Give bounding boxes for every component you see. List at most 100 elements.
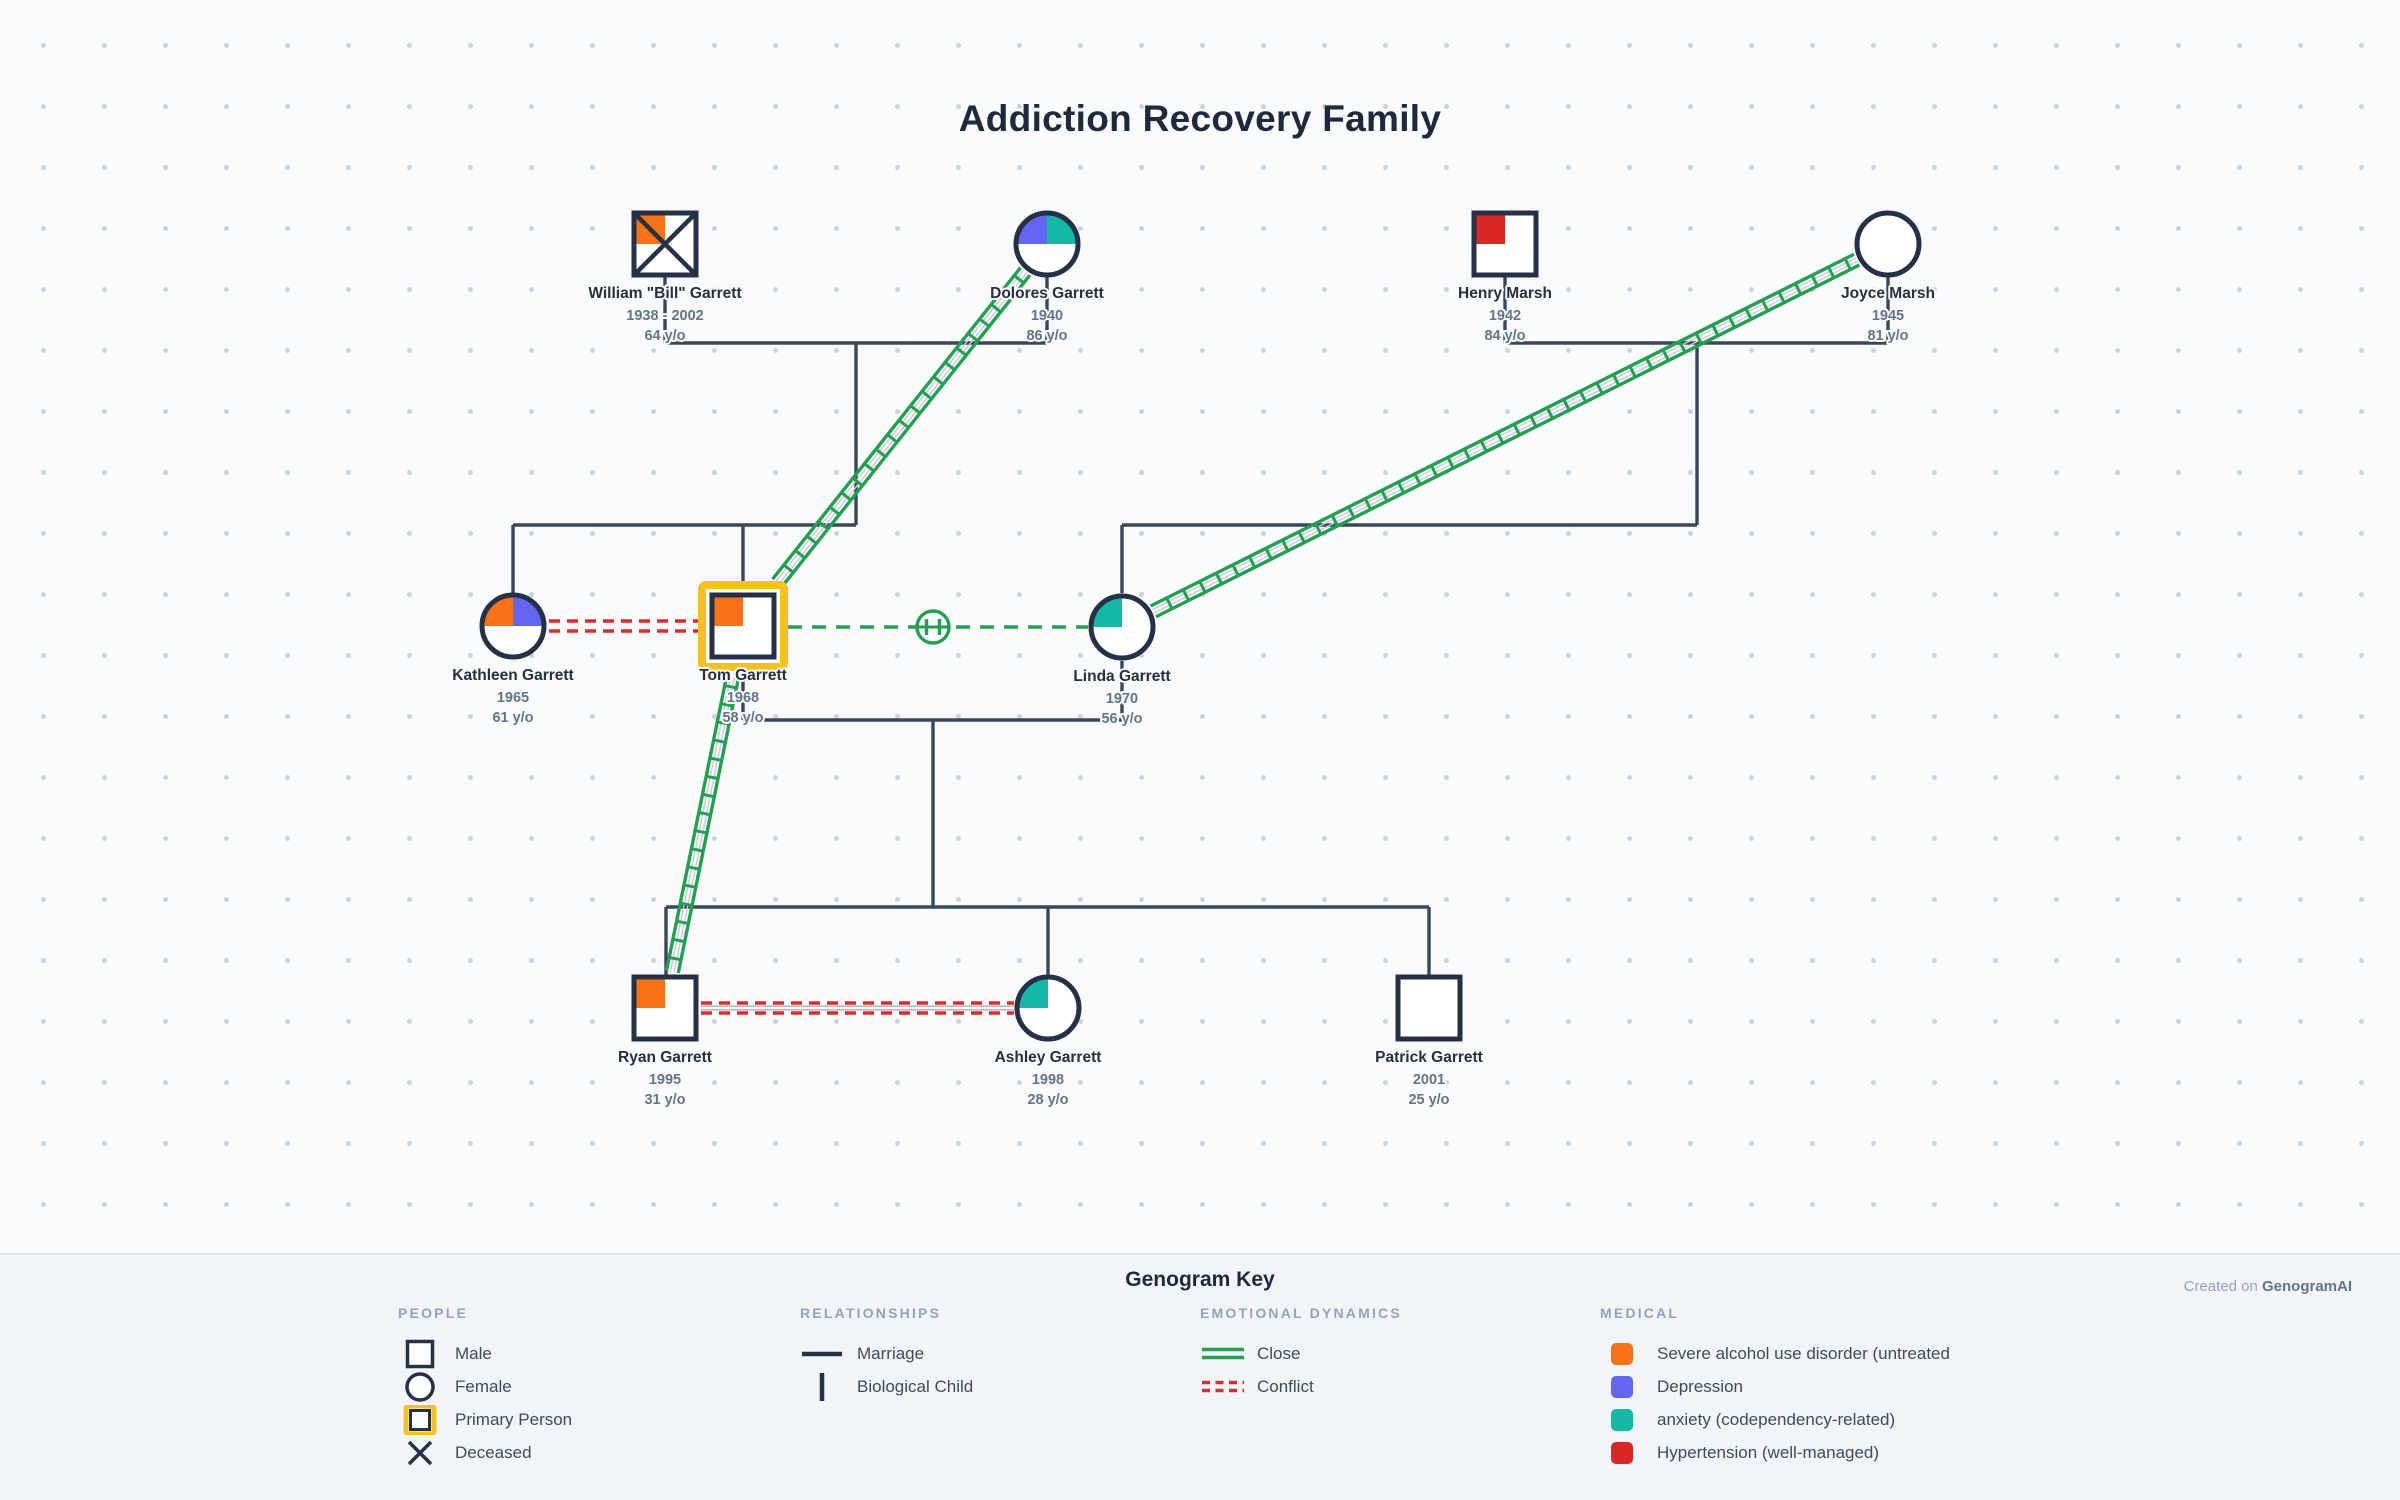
marriage-line-icon [802,1351,842,1356]
genogram-svg: William "Bill" Garrett 1938 - 2002 64 y/o D… [450,210,1937,1110]
person-symbol-joyce [1854,210,1922,278]
key-item-icon-wrap [1600,1339,1648,1369]
close-line-dolores-tom [771,266,1032,588]
person-symbol-patrick [1395,974,1463,1042]
person-years-linda: 1970 [1106,691,1138,707]
close-line-tom-ryan [664,675,741,974]
key-item: Conflict [1200,1370,1402,1403]
person-name-dolores: Dolores Garrett [990,285,1104,302]
key-item-label: Biological Child [857,1376,974,1396]
person-symbol-linda [1088,593,1156,661]
key-panel: Genogram Key Created on GenogramAI PEOPL… [0,1253,2400,1500]
key-item-icon-wrap [1600,1438,1648,1468]
key-item-label: Hypertension (well-managed) [1657,1442,1880,1462]
person-age-joyce: 81 y/o [1867,328,1908,344]
person-name-william: William "Bill" Garrett [588,285,741,302]
person-symbol-dolores [1013,210,1081,278]
person-symbol-tom [709,592,777,660]
person-william[interactable]: William "Bill" Garrett 1938 - 2002 64 y/o [586,210,744,346]
key-item-label: Female [455,1376,512,1396]
person-name-linda: Linda Garrett [1073,668,1170,685]
person-years-william: 1938 - 2002 [626,308,703,324]
key-item-icon-wrap [398,1371,446,1402]
key-item-label: Conflict [1257,1376,1314,1396]
key-section-medical: MEDICAL Severe alcohol use disorder (untr… [1600,1305,1950,1469]
key-item-icon-wrap [800,1339,848,1369]
person-age-henry: 84 y/o [1484,328,1525,344]
key-section-header: EMOTIONAL DYNAMICS [1200,1305,1402,1321]
person-age-dolores: 86 y/o [1026,328,1067,344]
key-item-icon-wrap [1200,1372,1248,1402]
key-item-icon-wrap [398,1403,446,1436]
key-item-label: Male [455,1343,492,1363]
key-item-label: Depression [1657,1376,1743,1396]
key-item-icon-wrap [1200,1339,1248,1369]
person-ashley[interactable]: Ashley Garrett 1998 28 y/o [993,974,1103,1110]
credit-prefix: Created on [2183,1278,2262,1295]
key-item-icon-wrap [800,1372,848,1402]
person-age-william: 64 y/o [644,328,685,344]
key-item-icon-wrap [1600,1372,1648,1402]
person-years-joyce: 1945 [1872,308,1904,324]
key-section-header: PEOPLE [398,1305,468,1321]
medical-swatch [1611,1342,1633,1365]
key-item: Close [1200,1337,1402,1370]
key-item: anxiety (codependency-related) [1600,1403,1950,1436]
person-name-tom: Tom Garrett [699,667,787,684]
conflict-line-1 [701,1001,1014,1015]
divorce-line-tom-linda [788,609,1088,645]
person-ryan[interactable]: Ryan Garrett 1995 31 y/o [616,974,714,1110]
key-item: Depression [1600,1370,1950,1403]
key-item: Female [398,1370,572,1403]
person-name-kathleen: Kathleen Garrett [452,667,573,684]
person-dolores[interactable]: Dolores Garrett 1940 86 y/o [988,210,1106,346]
female-icon [405,1371,435,1402]
conflict-line-0 [549,619,698,633]
primary-person-icon [403,1403,437,1436]
person-years-tom: 1968 [727,690,759,706]
biological-child-icon [819,1372,825,1401]
person-age-ashley: 28 y/o [1027,1092,1068,1108]
close-line-joyce-linda [1149,252,1861,619]
person-years-patrick: 2001 [1413,1072,1445,1088]
key-item: Hypertension (well-managed) [1600,1436,1950,1469]
key-item-label: Severe alcohol use disorder (untreated [1657,1343,1950,1363]
person-years-dolores: 1940 [1031,308,1063,324]
conflict-line-icon [1202,1380,1244,1392]
person-linda[interactable]: Linda Garrett 1970 56 y/o [1071,593,1173,729]
medical-swatch [1611,1375,1633,1398]
person-age-kathleen: 61 y/o [492,710,533,726]
person-years-ryan: 1995 [649,1072,681,1088]
medical-swatch [1611,1408,1633,1431]
key-section-header: MEDICAL [1600,1305,1680,1321]
key-item-icon-wrap [1600,1405,1648,1435]
key-item: Male [398,1337,572,1370]
person-name-ashley: Ashley Garrett [995,1049,1102,1066]
person-symbol-ashley [1014,974,1082,1042]
person-age-tom: 58 y/o [722,710,763,726]
person-age-linda: 56 y/o [1101,711,1142,727]
person-tom[interactable]: Tom Garrett 1968 58 y/o [697,581,789,728]
genogram-canvas[interactable]: Addiction Recovery Family William "Bill"… [0,0,2400,1253]
person-age-ryan: 31 y/o [644,1092,685,1108]
close-line-icon [1202,1347,1244,1359]
person-years-henry: 1942 [1489,308,1521,324]
key-item: Primary Person [398,1403,572,1436]
person-name-patrick: Patrick Garrett [1375,1049,1483,1066]
person-years-ashley: 1998 [1032,1072,1064,1088]
person-symbol-henry [1471,210,1539,278]
key-item: Deceased [398,1436,572,1469]
credit-brand: GenogramAI [2261,1278,2352,1295]
deceased-icon [407,1440,433,1465]
key-item: Severe alcohol use disorder (untreated [1600,1337,1950,1370]
person-symbol-william [631,210,699,278]
person-symbol-ryan [631,974,699,1042]
person-name-ryan: Ryan Garrett [618,1049,712,1066]
